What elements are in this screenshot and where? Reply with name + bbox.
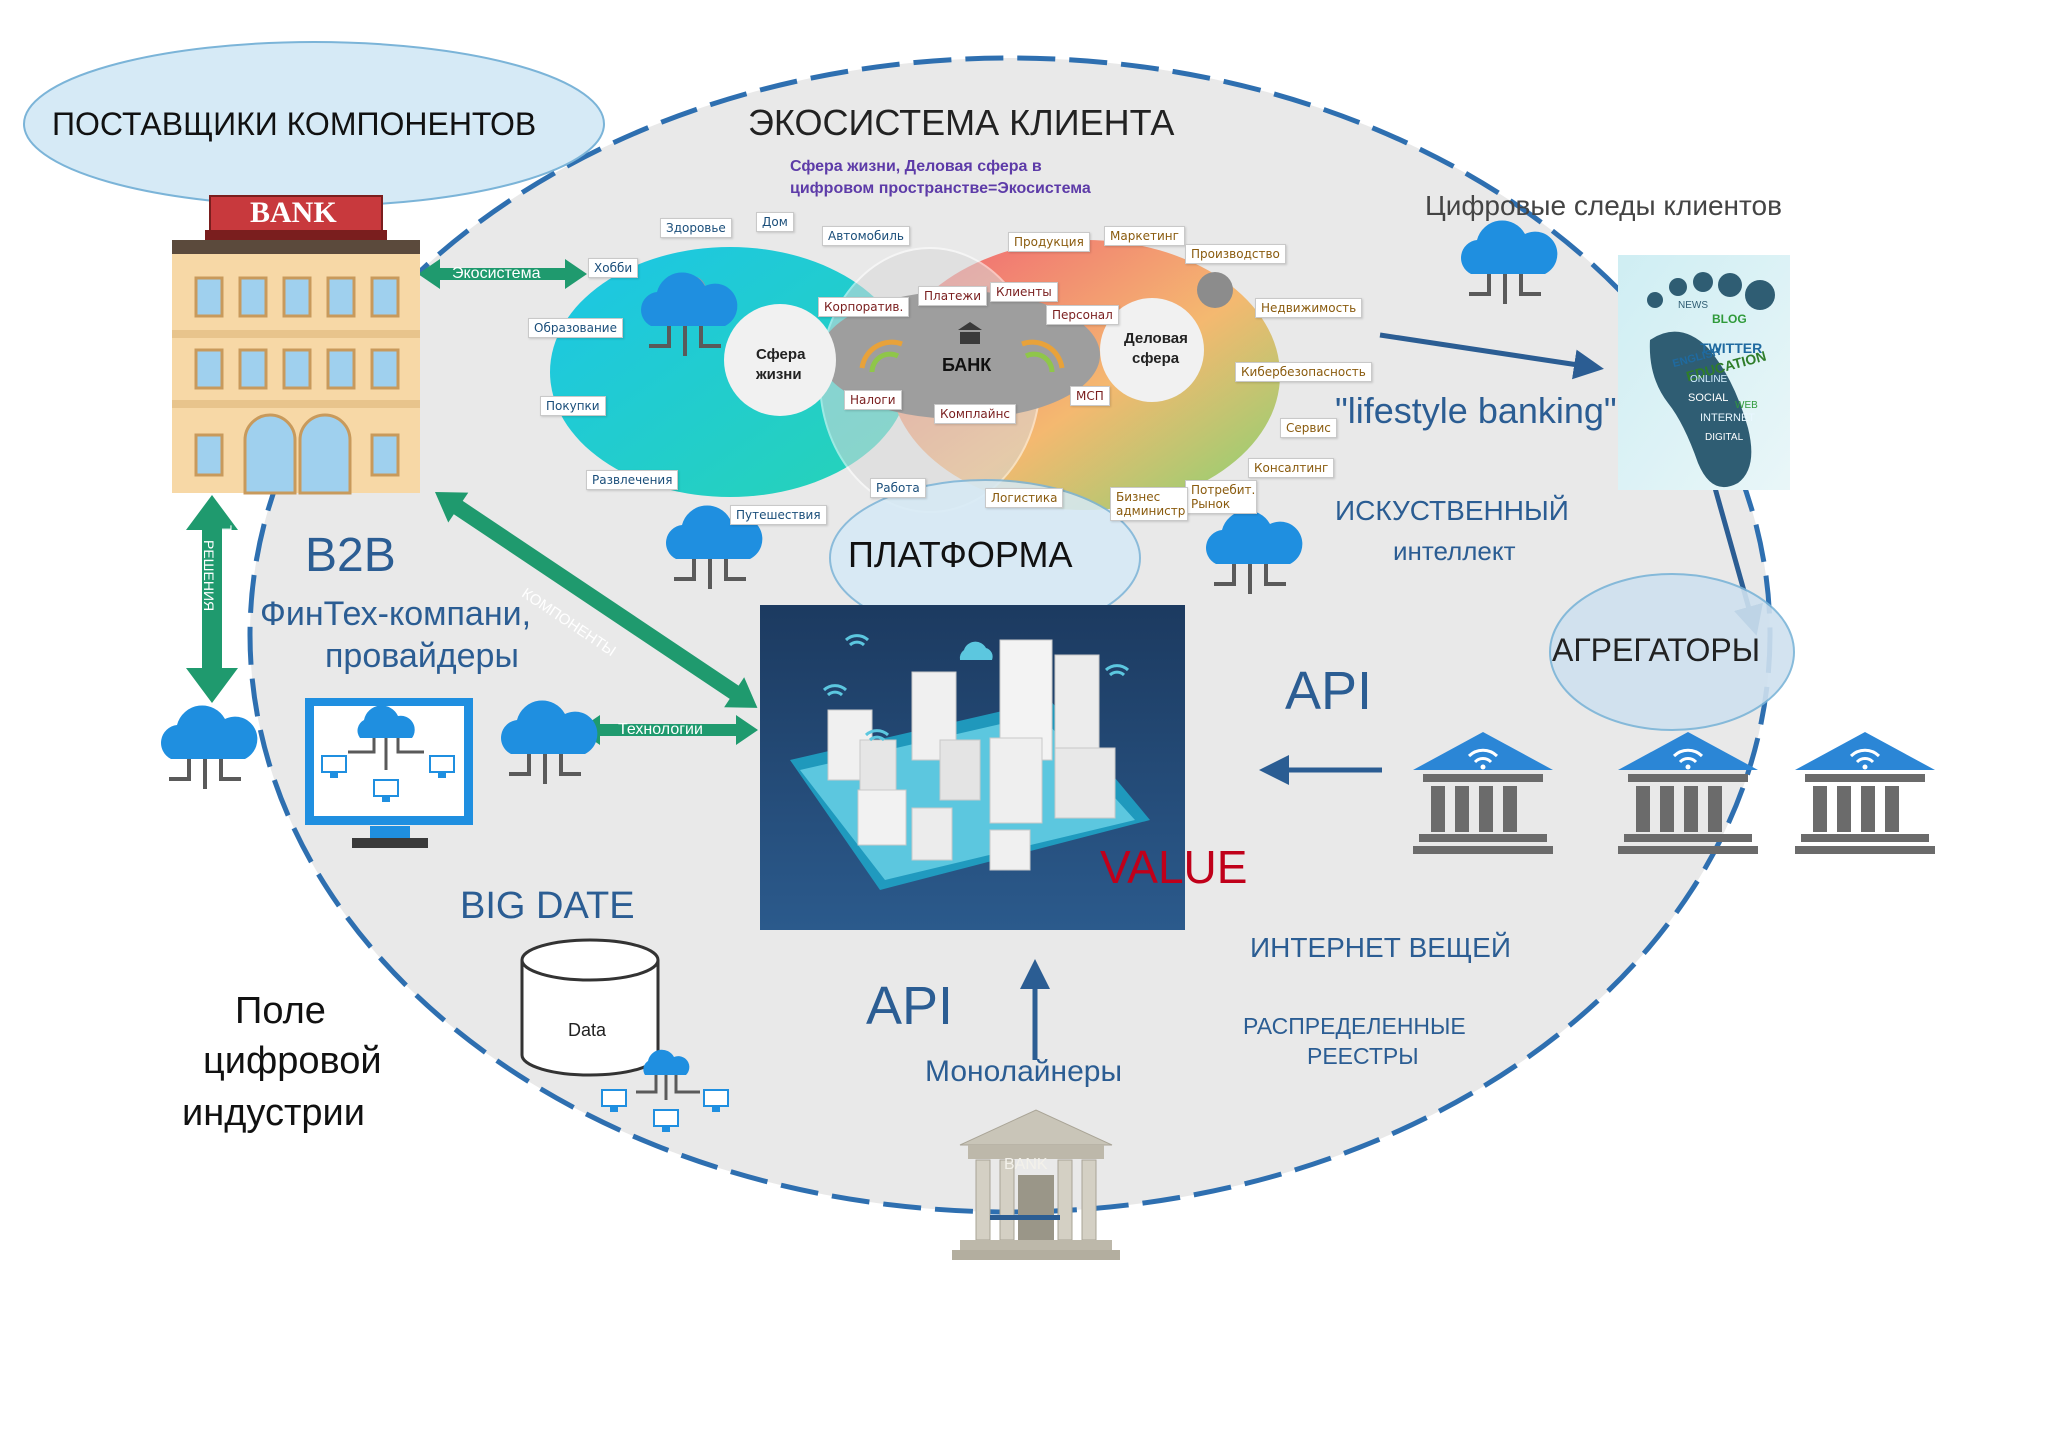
biz-tag-service: Сервис [1280, 418, 1337, 438]
arrow-tech-solutions-label-2: РЕШЕНИЯ [201, 540, 217, 612]
ecosystem-subtitle-1: Сфера жизни, Деловая сфера в [790, 158, 1042, 175]
value-label: VALUE [1100, 841, 1248, 893]
wordcloud-word: INTERNET [1700, 412, 1755, 424]
life-tag-entertainment: Развлечения [586, 470, 679, 490]
technologies-arrow [578, 715, 758, 745]
components-arrow [435, 492, 758, 708]
bank-tag-taxes: Налоги [844, 390, 902, 410]
biz-tag-marketing: Маркетинг [1104, 226, 1185, 246]
fintech-label-2: провайдеры [325, 637, 519, 675]
wordcloud-word: BLOG [1712, 312, 1747, 326]
life-tag-car: Автомобиль [822, 226, 910, 246]
biz-tag-production: Производство [1185, 244, 1286, 264]
life-tag-home: Дом [756, 212, 794, 232]
lifestyle-banking-label: "lifestyle banking" [1335, 390, 1617, 431]
life-tag-travel: Путешествия [730, 505, 827, 525]
green-arrows [186, 259, 758, 745]
b2b-label: B2B [305, 529, 396, 582]
arrow-tech-solutions-label-1: ТЕХНИЧЕСКИЕ [219, 525, 235, 629]
bank-venn-label: БАНК [942, 355, 992, 375]
field-label-2: цифровой [203, 1040, 382, 1082]
bank-sign-label: BANK [250, 196, 337, 229]
bank-tag-clients: Клиенты [990, 282, 1058, 302]
wifi-right-icon [1021, 339, 1065, 373]
api-right-label: API [1285, 661, 1373, 721]
ecosystem-arrow [418, 259, 587, 289]
smart-city-image [760, 605, 1185, 930]
aggregators-ellipse [1549, 573, 1795, 731]
life-tag-hobby: Хобби [588, 258, 639, 278]
registers-label-2: РЕЕСТРЫ [1307, 1043, 1419, 1069]
wordcloud-word: SOCIAL [1688, 392, 1729, 404]
tech-solutions-arrow [186, 495, 238, 703]
biz-tag-consulting: Консалтинг [1248, 458, 1335, 478]
big-date-label: BIG DATE [460, 885, 635, 927]
bank-building-small-icon [958, 322, 982, 344]
iot-label: ИНТЕРНЕТ ВЕЩЕЙ [1250, 932, 1511, 963]
life-tag-education: Образование [528, 318, 623, 338]
biz-tag-products: Продукция [1008, 232, 1090, 252]
biz-tag-cybersecurity: Кибербезопасность [1235, 362, 1372, 382]
cloud-icon-tech [159, 703, 260, 791]
wifi-left-icon [859, 339, 903, 373]
bank-temple-icon-3 [1793, 730, 1937, 856]
arrow-technologies-label: Технологии [618, 721, 703, 738]
api-bottom-label: API [866, 976, 954, 1036]
registers-label-1: РАСПРЕДЕЛЕННЫЕ [1243, 1013, 1466, 1039]
life-tag-shopping: Покупки [540, 396, 606, 416]
classical-bank-icon [952, 1109, 1120, 1260]
bank-tag-payments: Платежи [918, 286, 988, 306]
monitor-icon [305, 698, 473, 848]
traces-arrow [1379, 332, 1604, 380]
wordcloud-word: ONLINE [1690, 374, 1728, 385]
platform-label: ПЛАТФОРМА [848, 534, 1073, 575]
wordcloud-word: NEWS [1678, 300, 1708, 311]
ai-label-1: ИСКУСТВЕННЫЙ [1335, 495, 1569, 526]
biz-tag-business-admin: Бизнес администр [1110, 487, 1188, 521]
ecosystem-title: ЭКОСИСТЕМА КЛИЕНТА [748, 102, 1175, 143]
arrow-ecosystem-label: Экосистема [452, 265, 541, 282]
monoliners-label: Монолайнеры [925, 1055, 1123, 1088]
gear-globe-icon [1197, 272, 1233, 308]
database-icon [520, 938, 729, 1133]
digital-traces-label: Цифровые следы клиентов [1425, 190, 1782, 221]
business-sphere-label-1: Деловая [1124, 330, 1188, 347]
biz-tag-consumer-market: Потребит. Рынок [1185, 480, 1257, 514]
data-label: Data [568, 1020, 607, 1040]
footprint-wordcloud [1618, 255, 1790, 490]
life-sphere-label-1: Сфера [756, 346, 806, 363]
suppliers-label: ПОСТАВЩИКИ КОМПОНЕНТОВ [52, 106, 537, 142]
ecosystem-subtitle-2: цифровом пространстве=Экосистема [790, 180, 1091, 197]
bank-building [172, 195, 420, 495]
wordcloud-word: DIGITAL [1705, 432, 1744, 443]
wordcloud-word: TWITTER [1700, 340, 1763, 356]
life-tag-work: Работа [870, 478, 926, 498]
bank-ellipse [820, 291, 1100, 419]
bank-tag-staff: Персонал [1046, 305, 1119, 325]
aggregators-label: АГРЕГАТОРЫ [1552, 632, 1761, 668]
life-tag-health: Здоровье [660, 218, 732, 238]
wordcloud-word: WEB [1735, 400, 1758, 411]
fintech-label-1: ФинТех-компани, [260, 595, 532, 633]
bank-small-label: BANK [1004, 1156, 1048, 1173]
bank-tag-compliance: Комплайнс [934, 404, 1017, 424]
bank-tag-sme: МСП [1070, 386, 1110, 406]
ai-label-2: интеллект [1393, 536, 1516, 566]
life-sphere-label-2: жизни [756, 366, 802, 383]
business-sphere-circle [1100, 298, 1204, 402]
field-label-3: индустрии [182, 1092, 365, 1134]
life-sphere-circle [724, 304, 836, 416]
biz-tag-logistics: Логистика [985, 488, 1064, 508]
venn-diagram [550, 240, 1280, 513]
business-sphere-label-2: сфера [1132, 350, 1180, 367]
biz-tag-realestate: Недвижимость [1255, 298, 1363, 318]
bank-tag-corporate: Корпоратив. [818, 297, 910, 317]
field-label-1: Поле [235, 990, 326, 1032]
